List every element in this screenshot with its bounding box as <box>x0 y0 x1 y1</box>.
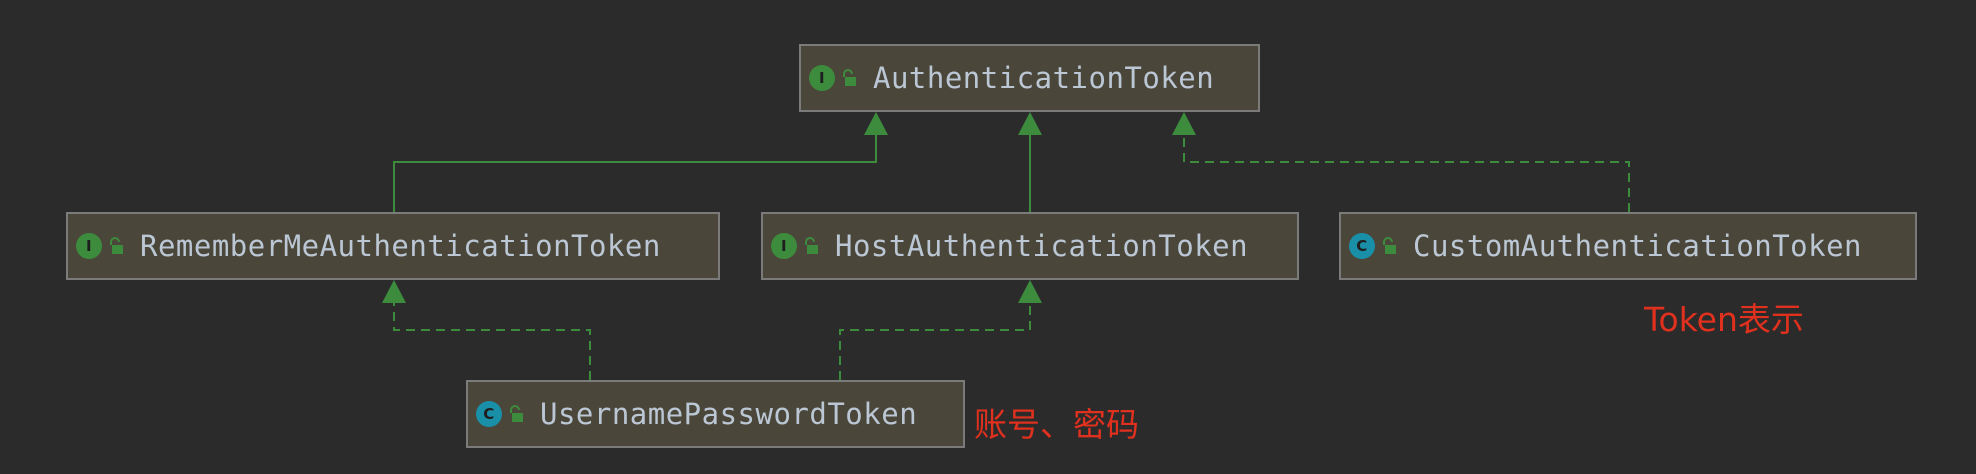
node-authentication-token[interactable]: I AuthenticationToken <box>799 44 1260 112</box>
arrowhead-authtoken-right <box>1172 112 1196 135</box>
node-custom-authentication-token[interactable]: C CustomAuthenticationToken <box>1339 212 1917 280</box>
edge-custom-to-authtoken <box>1183 130 1630 212</box>
edge-rememberme-to-authtoken <box>393 130 877 212</box>
interface-badge-icon: I <box>809 65 835 91</box>
node-label: HostAuthenticationToken <box>835 229 1249 263</box>
arrowhead-authtoken-center <box>1018 112 1042 135</box>
edge-userpass-to-host <box>839 298 1031 380</box>
node-label: CustomAuthenticationToken <box>1413 229 1862 263</box>
node-host-authentication-token[interactable]: I HostAuthenticationToken <box>761 212 1299 280</box>
arrowhead-host <box>1018 280 1042 303</box>
annotation-credentials-note: 账号、密码 <box>974 405 1139 444</box>
unlock-icon <box>110 237 123 254</box>
class-badge-icon: C <box>476 401 502 427</box>
node-label: UsernamePasswordToken <box>540 397 918 431</box>
unlock-icon <box>805 237 818 254</box>
annotation-token-note: Token表示 <box>1644 300 1804 339</box>
interface-badge-icon: I <box>771 233 797 259</box>
node-remember-me-authentication-token[interactable]: I RememberMeAuthenticationToken <box>66 212 720 280</box>
unlock-icon <box>1383 237 1396 254</box>
class-badge-icon: C <box>1349 233 1375 259</box>
arrowhead-rememberme <box>382 280 406 303</box>
node-label: AuthenticationToken <box>873 61 1215 95</box>
node-username-password-token[interactable]: C UsernamePasswordToken <box>466 380 965 448</box>
unlock-icon <box>510 405 523 422</box>
unlock-icon <box>843 69 856 86</box>
edge-userpass-to-rememberme <box>393 298 591 380</box>
arrowhead-authtoken-left <box>864 112 888 135</box>
interface-badge-icon: I <box>76 233 102 259</box>
node-label: RememberMeAuthenticationToken <box>140 229 661 263</box>
